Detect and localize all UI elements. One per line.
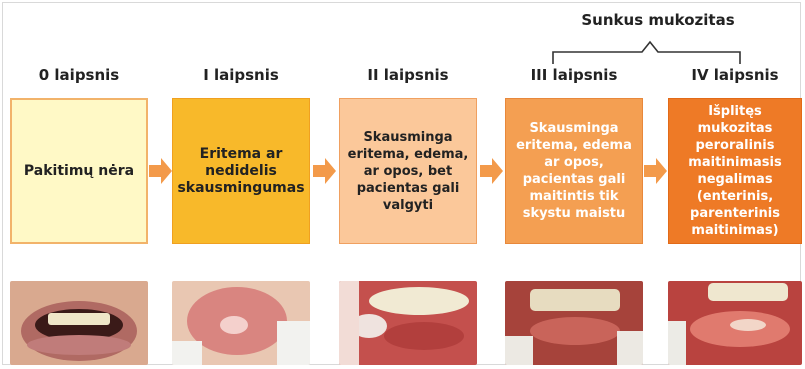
mouth-photo-grade-0 <box>10 281 148 365</box>
grade-3-box: Skausminga eritema, edema ar opos, pacie… <box>505 98 643 244</box>
grade-4-description: Išplitęs mukozitas peroralinis maitinima… <box>672 103 798 239</box>
grade-4-header: IV laipsnis <box>660 66 805 84</box>
grade-0-box: Pakitimų nėra <box>10 98 148 244</box>
grade-1-header: I laipsnis <box>166 66 316 84</box>
severe-bracket <box>550 30 750 70</box>
right-arrow-icon <box>313 157 337 185</box>
grade-2-header: II laipsnis <box>333 66 483 84</box>
right-arrow-icon <box>480 157 504 185</box>
grade-3-header: III laipsnis <box>499 66 649 84</box>
right-arrow-icon <box>149 157 173 185</box>
right-arrow-icon <box>644 157 668 185</box>
grade-4-box: Išplitęs mukozitas peroralinis maitinima… <box>668 98 802 244</box>
grade-3-description: Skausminga eritema, edema ar opos, pacie… <box>512 120 636 222</box>
severe-mucositis-label: Sunkus mukozitas <box>578 11 738 29</box>
mouth-photo-grade-4 <box>668 281 802 365</box>
grade-0-header: 0 laipsnis <box>4 66 154 84</box>
mouth-photo-grade-3 <box>505 281 643 365</box>
grade-2-box: Skausminga eritema, edema, ar opos, bet … <box>339 98 477 244</box>
mouth-photo-grade-1 <box>172 281 310 365</box>
grade-2-description: Skausminga eritema, edema, ar opos, bet … <box>346 129 470 214</box>
grade-1-description: Eritema ar nedidelis skausmingumas <box>177 146 304 197</box>
grade-0-description: Pakitimų nėra <box>24 163 134 180</box>
grade-1-box: Eritema ar nedidelis skausmingumas <box>172 98 310 244</box>
mouth-photo-grade-2 <box>339 281 477 365</box>
